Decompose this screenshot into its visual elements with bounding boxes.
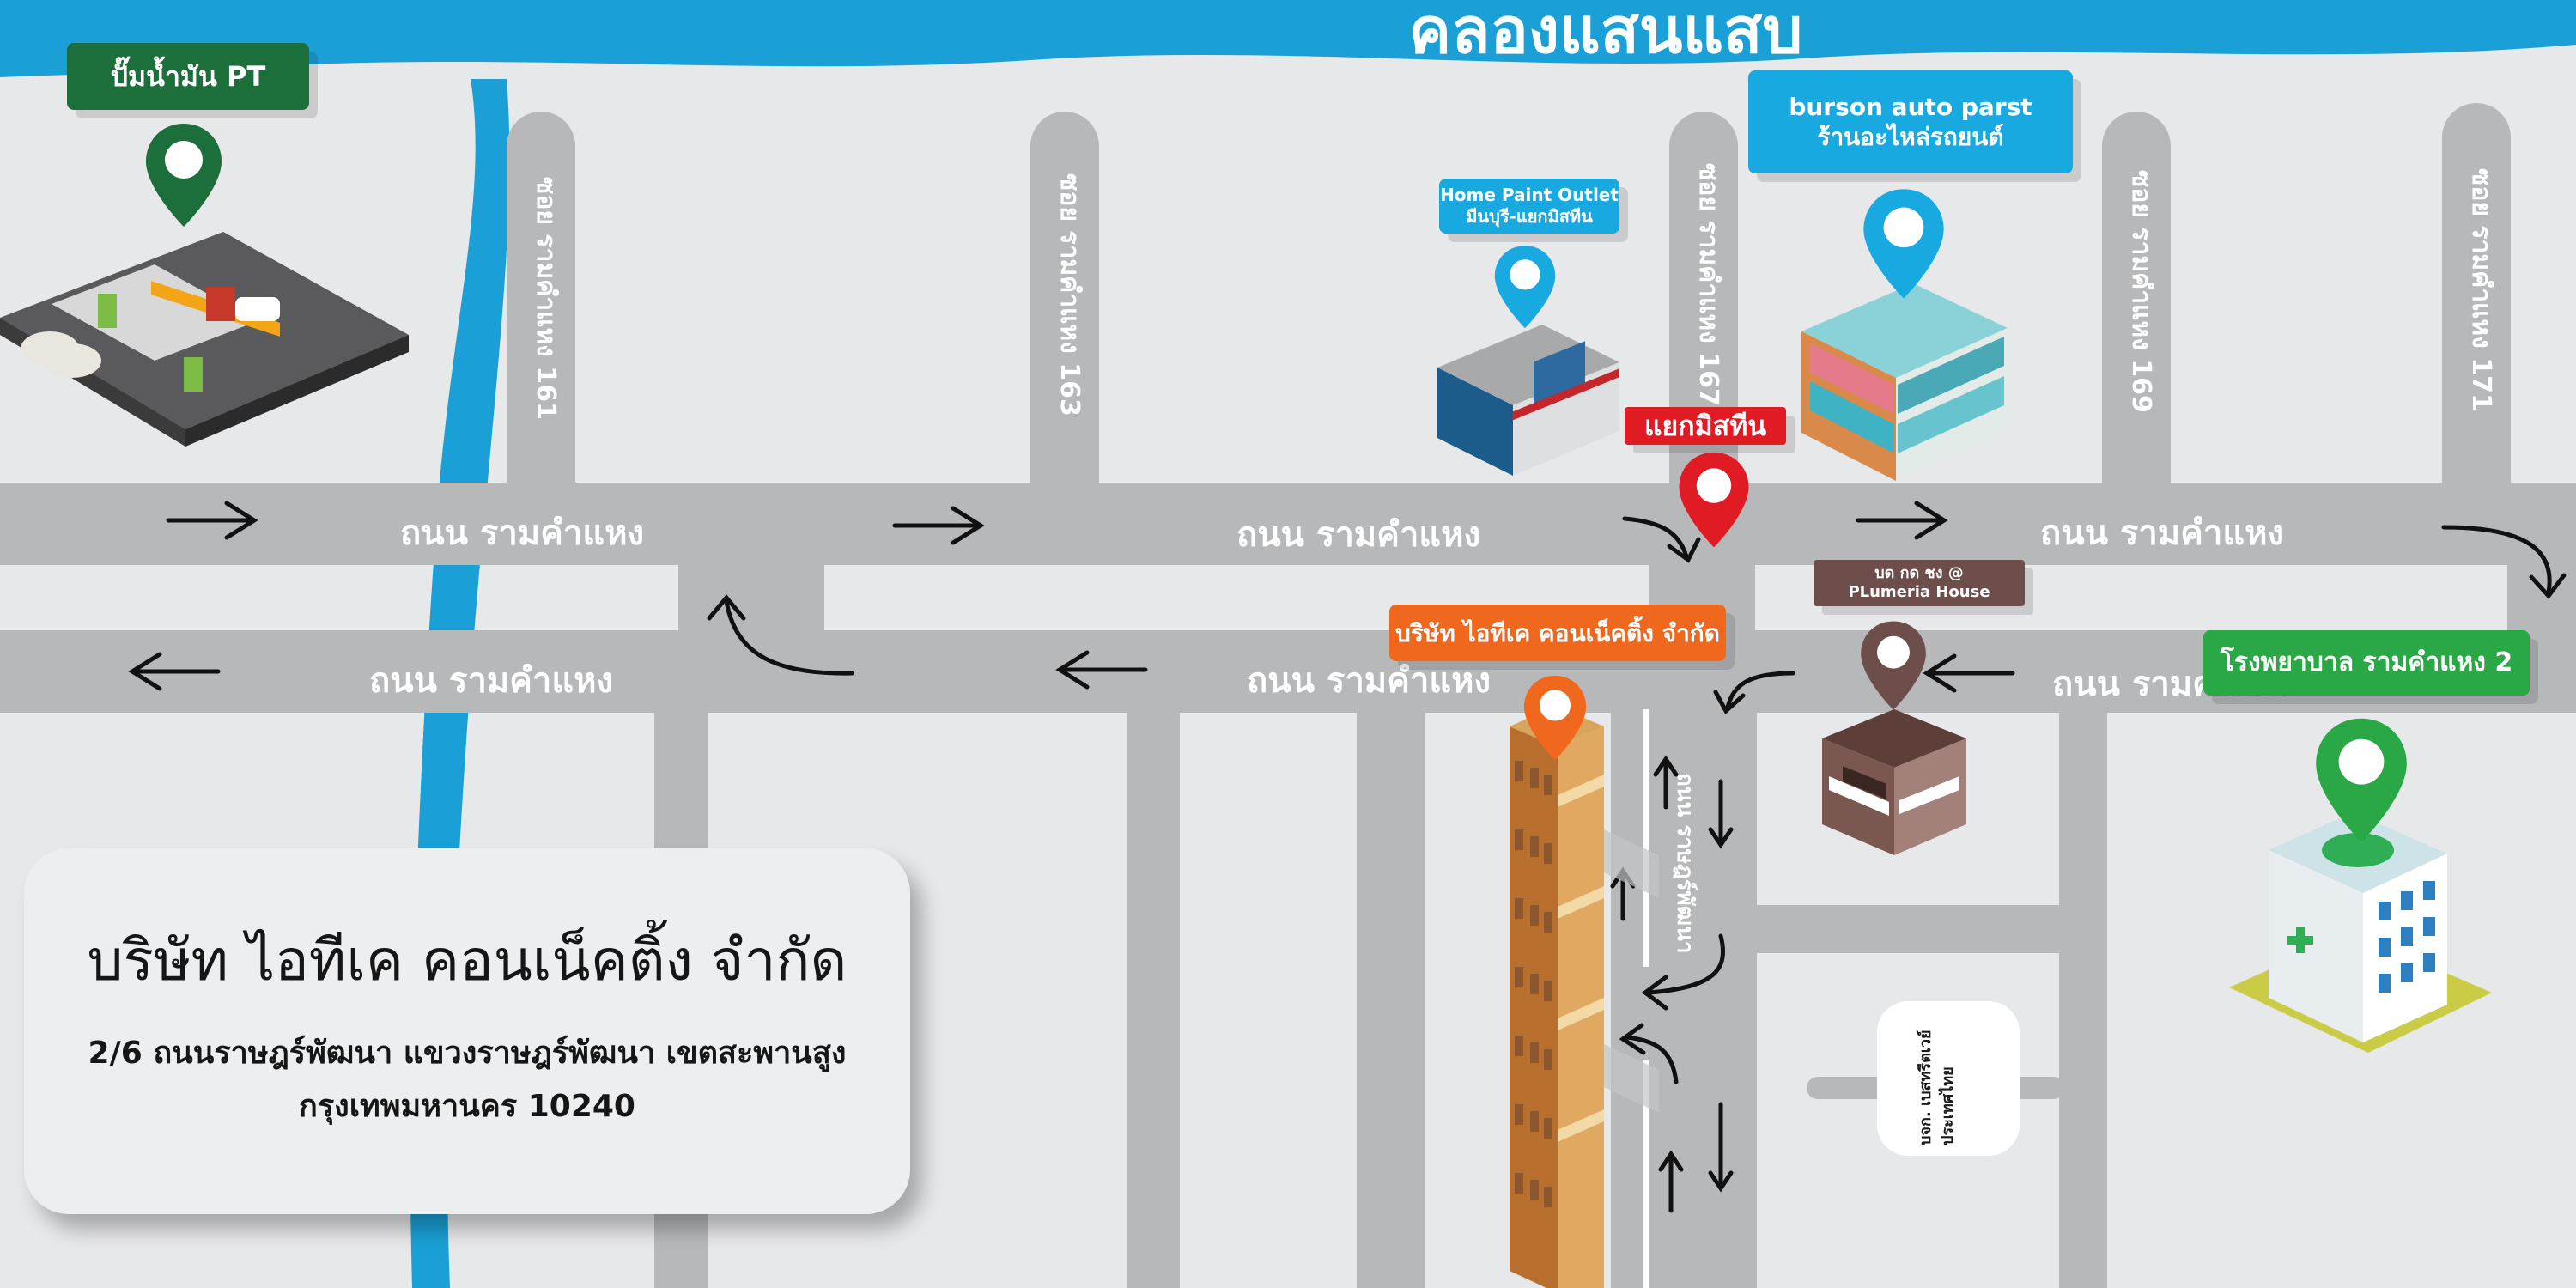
gas-station-tag[interactable]: ปั๊มน้ำมัน PT (67, 43, 309, 110)
soi-label-167: ซอย รามคำแหง 167 (1693, 163, 1723, 406)
soi-169 (2102, 112, 2171, 486)
intersection-tag[interactable]: แยกมิสทีน (1625, 407, 1786, 445)
main-road-label: ถนน รามคำแหง (369, 661, 614, 701)
soi-171 (2442, 103, 2511, 486)
auto-parts-tag[interactable]: burson auto parst ร้านอะไหล่รถยนต์ (1748, 70, 2073, 173)
hospital-tag[interactable]: โรงพยาบาล รามคำแหง 2 (2203, 630, 2530, 696)
curved-arrow-icon (1622, 516, 1701, 563)
home-paint-label-line1: Home Paint Outlet (1440, 185, 1619, 205)
soi-label-161: ซอย รามคำแหง 161 (531, 177, 561, 420)
curved-arrow-icon (1713, 671, 1795, 714)
south-lane-2 (1127, 709, 1180, 1288)
location-pin-icon[interactable] (1858, 180, 1949, 309)
office-tower-icon (1510, 706, 1659, 1288)
home-paint-label-line2: มีนบุรี-แยกมิสทีน (1466, 206, 1593, 227)
home-paint-tag[interactable]: Home Paint Outlet มีนบุรี-แยกมิสทีน (1439, 179, 1619, 234)
soi-163 (1030, 112, 1099, 486)
main-road-label: ถนน รามคำแหง (1247, 661, 1492, 701)
canal-label: คลองแสนแสบ (1408, 0, 1803, 68)
main-road-label: ถนน รามคำแหง (400, 513, 645, 553)
main-road-north (0, 483, 2576, 565)
arrow-down-icon (1708, 779, 1734, 849)
south-lane-3 (1357, 709, 1425, 1288)
main-road-label: ถนน รามคำแหง (2040, 513, 2285, 553)
company-tag-label: บริษัท ไอทีเค คอนเน็คติ้ง จำกัด (1395, 618, 1720, 647)
location-pin-icon[interactable] (1520, 671, 1590, 766)
address-card: บริษัท ไอทีเค คอนเน็คติ้ง จำกัด 2/6 ถนนร… (24, 848, 910, 1214)
soi-label-171: ซอย รามคำแหง 171 (2466, 168, 2496, 411)
arrow-left-icon (1923, 653, 2015, 693)
south-cross-street (1752, 905, 2064, 953)
location-pin-icon[interactable] (1674, 447, 1753, 555)
address-line-1: 2/6 ถนนราษฎร์พัฒนา แขวงราษฎร์พัฒนา เขตสะ… (88, 1036, 847, 1071)
cafe-icon (1822, 709, 1966, 855)
curved-arrow-icon (2441, 525, 2567, 599)
location-pin-icon[interactable] (2310, 713, 2413, 850)
tower-floors (1510, 706, 1659, 1288)
school-label-line2: ประเทศไทย (1939, 1066, 1957, 1145)
company-address: 2/6 ถนนราษฎร์พัฒนา แขวงราษฎร์พัฒนา เขตสะ… (24, 1027, 910, 1133)
cafe-label-line1: บด กด ชง @ (1874, 563, 1964, 582)
arrow-left-icon (1055, 650, 1148, 690)
company-name: บริษัท ไอทีเค คอนเน็คติ้ง จำกัด (87, 927, 848, 993)
curved-arrow-icon (1619, 1023, 1679, 1084)
location-pin-icon[interactable] (141, 120, 227, 232)
location-pin-icon[interactable] (1491, 240, 1559, 335)
school-label: บจก. เบสทรีตเวย์ ประเทศไทย (1915, 1017, 1959, 1145)
arrow-up-icon (1653, 755, 1679, 810)
auto-parts-label-line1: burson auto parst (1789, 93, 2032, 121)
side-road-label: ถนน ราษฎร์พัฒนา (1672, 773, 1698, 954)
arrow-right-icon (166, 501, 258, 540)
arrow-down-icon (1708, 1102, 1734, 1193)
hospital-icon (2229, 812, 2492, 1053)
soi-161 (507, 112, 575, 486)
shop-building-icon (1437, 325, 1619, 476)
gas-station-icon (0, 232, 409, 447)
school-label-line1: บจก. เบสทรีตเวย์ (1917, 1030, 1935, 1145)
cafe-label-line2: PLumeria House (1848, 583, 1990, 601)
main-road-south (0, 630, 2576, 713)
main-road-label: ถนน รามคำแหง (1236, 515, 1481, 555)
soi-label-169: ซอย รามคำแหง 169 (2126, 170, 2156, 413)
curved-arrow-icon (707, 594, 854, 676)
lane-divider (1643, 709, 1649, 967)
intersection-label: แยกมิสทีน (1643, 410, 1767, 442)
canal-top (0, 0, 2576, 77)
school-label-box (1877, 1001, 2020, 1156)
south-lane-4 (2059, 709, 2107, 1288)
auto-parts-label-line2: ร้านอะไหล่รถยนต์ (1817, 123, 2004, 151)
location-pin-icon[interactable] (1856, 618, 1930, 714)
lane-divider (1643, 1060, 1649, 1288)
shop-building-icon (1801, 283, 2008, 481)
soi-label-163: ซอย รามคำแหง 163 (1054, 173, 1084, 416)
address-line-2: กรุงเทพมหานคร 10240 (299, 1089, 635, 1124)
company-tag[interactable]: บริษัท ไอทีเค คอนเน็คติ้ง จำกัด (1389, 605, 1726, 661)
hospital-label: โรงพยาบาล รามคำแหง 2 (2220, 647, 2513, 678)
side-road-main (1611, 709, 1757, 1288)
arrow-left-icon (128, 652, 221, 691)
gas-station-label: ปั๊มน้ำมัน PT (110, 60, 266, 93)
arrow-right-icon (892, 506, 985, 545)
arrow-up-icon (1658, 1150, 1684, 1213)
arrow-right-icon (1856, 501, 1948, 540)
curved-arrow-icon (1641, 933, 1726, 1011)
cafe-tag[interactable]: บด กด ชง @ PLumeria House (1814, 560, 2025, 606)
median-connector (678, 563, 824, 632)
